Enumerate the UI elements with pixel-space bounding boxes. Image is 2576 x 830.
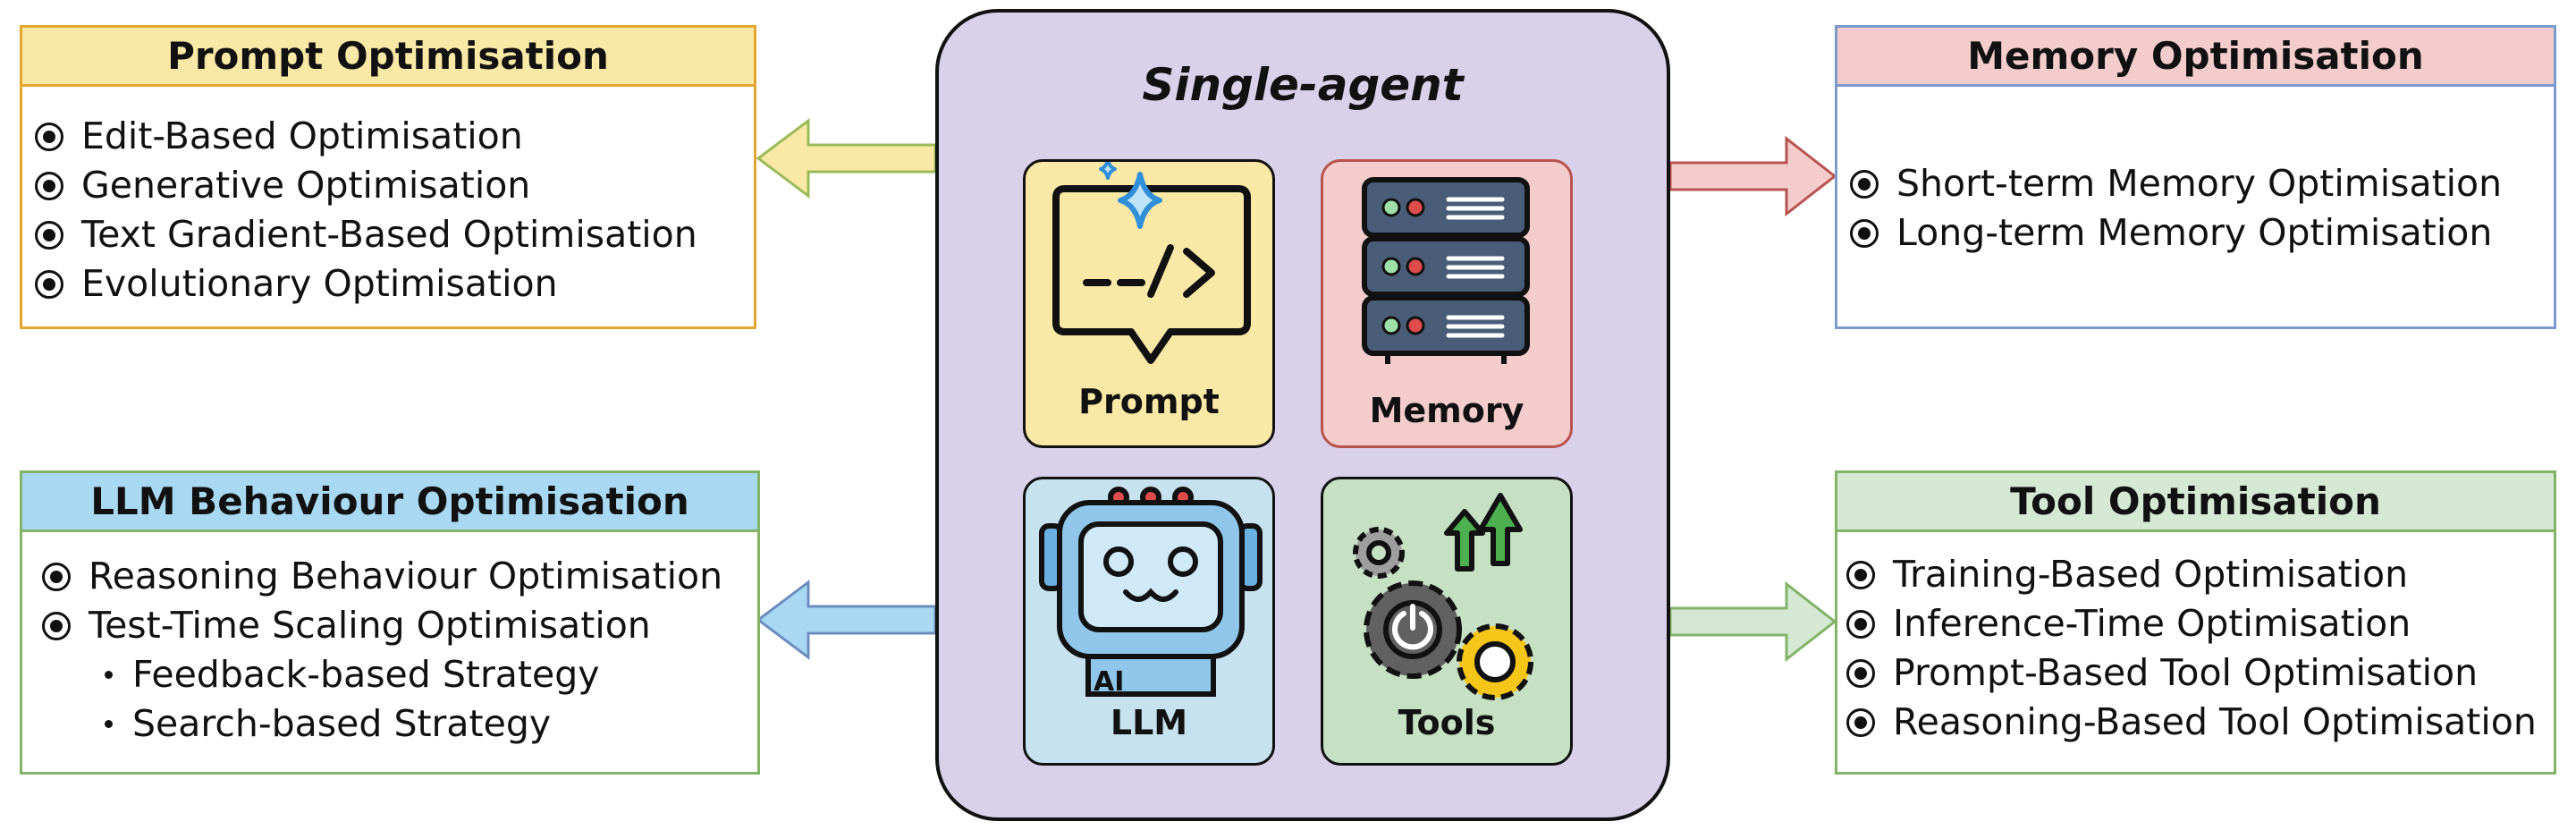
server-rack-icon	[1362, 177, 1530, 364]
list-item: Prompt-Based Tool Optimisation	[1846, 648, 2537, 698]
list-item: Long-term Memory Optimisation	[1850, 208, 2502, 258]
list-item: Text Gradient-Based Optimisation	[35, 210, 697, 259]
code-bubble-sparkle-icon	[1052, 162, 1251, 364]
item-label: Evolutionary Optimisation	[81, 262, 558, 305]
arrow-to-prompt-panel	[756, 118, 937, 199]
memory-optimisation-items: Short-term Memory Optimisation Long-term…	[1850, 159, 2502, 258]
bullet-icon	[1846, 658, 1875, 688]
item-label: Inference-Time Optimisation	[1893, 602, 2411, 645]
item-label: Text Gradient-Based Optimisation	[81, 213, 697, 256]
item-label: Generative Optimisation	[81, 164, 531, 207]
list-item: Inference-Time Optimisation	[1846, 599, 2537, 648]
bullet-icon	[35, 171, 63, 200]
list-subitem: Search-based Strategy	[42, 699, 722, 749]
panel-title: LLM Behaviour Optimisation	[22, 473, 757, 532]
single-agent-title: Single-agent	[1142, 59, 1464, 111]
list-item: Test-Time Scaling Optimisation	[42, 601, 722, 650]
dot-bullet-icon	[105, 671, 113, 679]
list-item: Short-term Memory Optimisation	[1850, 159, 2502, 208]
item-label: Short-term Memory Optimisation	[1896, 162, 2503, 205]
item-label: Test-Time Scaling Optimisation	[89, 604, 651, 647]
bullet-icon	[35, 220, 63, 250]
list-item: Evolutionary Optimisation	[35, 259, 697, 309]
llm-behaviour-items: Reasoning Behaviour Optimisation Test-Ti…	[42, 552, 722, 749]
tool-optimisation-panel: Tool Optimisation Training-Based Optimis…	[1835, 470, 2556, 775]
item-label: Training-Based Optimisation	[1893, 553, 2409, 596]
panel-title: Tool Optimisation	[1837, 473, 2554, 532]
bullet-icon	[35, 269, 63, 299]
subitem-label: Search-based Strategy	[132, 702, 552, 745]
prompt-tile-label: Prompt	[1078, 382, 1220, 421]
prompt-optimisation-items: Edit-Based Optimisation Generative Optim…	[35, 112, 697, 309]
robot-chip-label: AI	[1094, 666, 1124, 698]
dot-bullet-icon	[105, 720, 113, 728]
tools-tile: Tools	[1321, 477, 1573, 766]
tools-tile-label: Tools	[1398, 703, 1496, 742]
llm-behaviour-optimisation-panel: LLM Behaviour Optimisation Reasoning Beh…	[20, 470, 760, 775]
llm-tile: AI LLM	[1023, 477, 1275, 766]
subitem-label: Feedback-based Strategy	[132, 653, 600, 696]
robot-ai-icon: AI	[1039, 487, 1263, 698]
list-item: Training-Based Optimisation	[1846, 550, 2537, 599]
item-label: Reasoning-Based Tool Optimisation	[1893, 700, 2537, 743]
list-item: Generative Optimisation	[35, 161, 697, 210]
memory-tile: Memory	[1321, 159, 1573, 448]
list-item: Edit-Based Optimisation	[35, 112, 697, 161]
memory-tile-label: Memory	[1369, 391, 1524, 430]
item-label: Long-term Memory Optimisation	[1896, 211, 2493, 254]
gears-growth-arrows-icon	[1353, 493, 1533, 700]
item-label: Prompt-Based Tool Optimisation	[1893, 651, 2479, 694]
list-item: Reasoning Behaviour Optimisation	[42, 552, 722, 601]
tool-optimisation-items: Training-Based Optimisation Inference-Ti…	[1846, 550, 2537, 747]
prompt-optimisation-panel: Prompt Optimisation Edit-Based Optimisat…	[20, 25, 756, 329]
bullet-icon	[1846, 707, 1875, 737]
bullet-icon	[1850, 218, 1879, 248]
item-label: Edit-Based Optimisation	[81, 114, 523, 157]
bullet-icon	[35, 122, 63, 151]
bullet-icon	[1846, 560, 1875, 589]
single-agent-box: Single-agent Prompt	[935, 9, 1670, 821]
bullet-icon	[1850, 169, 1879, 199]
arrow-to-tool-panel	[1668, 580, 1837, 663]
list-subitem: Feedback-based Strategy	[42, 650, 722, 699]
llm-tile-label: LLM	[1110, 703, 1188, 742]
memory-optimisation-panel: Memory Optimisation Short-term Memory Op…	[1835, 25, 2556, 329]
arrow-to-llm-panel	[756, 580, 937, 660]
bullet-icon	[42, 562, 71, 591]
bullet-icon	[1846, 609, 1875, 639]
arrow-to-memory-panel	[1668, 135, 1837, 217]
item-label: Reasoning Behaviour Optimisation	[89, 555, 723, 597]
panel-title: Prompt Optimisation	[22, 28, 754, 87]
list-item: Reasoning-Based Tool Optimisation	[1846, 698, 2537, 747]
prompt-tile: Prompt	[1023, 159, 1275, 448]
bullet-icon	[42, 611, 71, 640]
panel-title: Memory Optimisation	[1837, 28, 2554, 87]
